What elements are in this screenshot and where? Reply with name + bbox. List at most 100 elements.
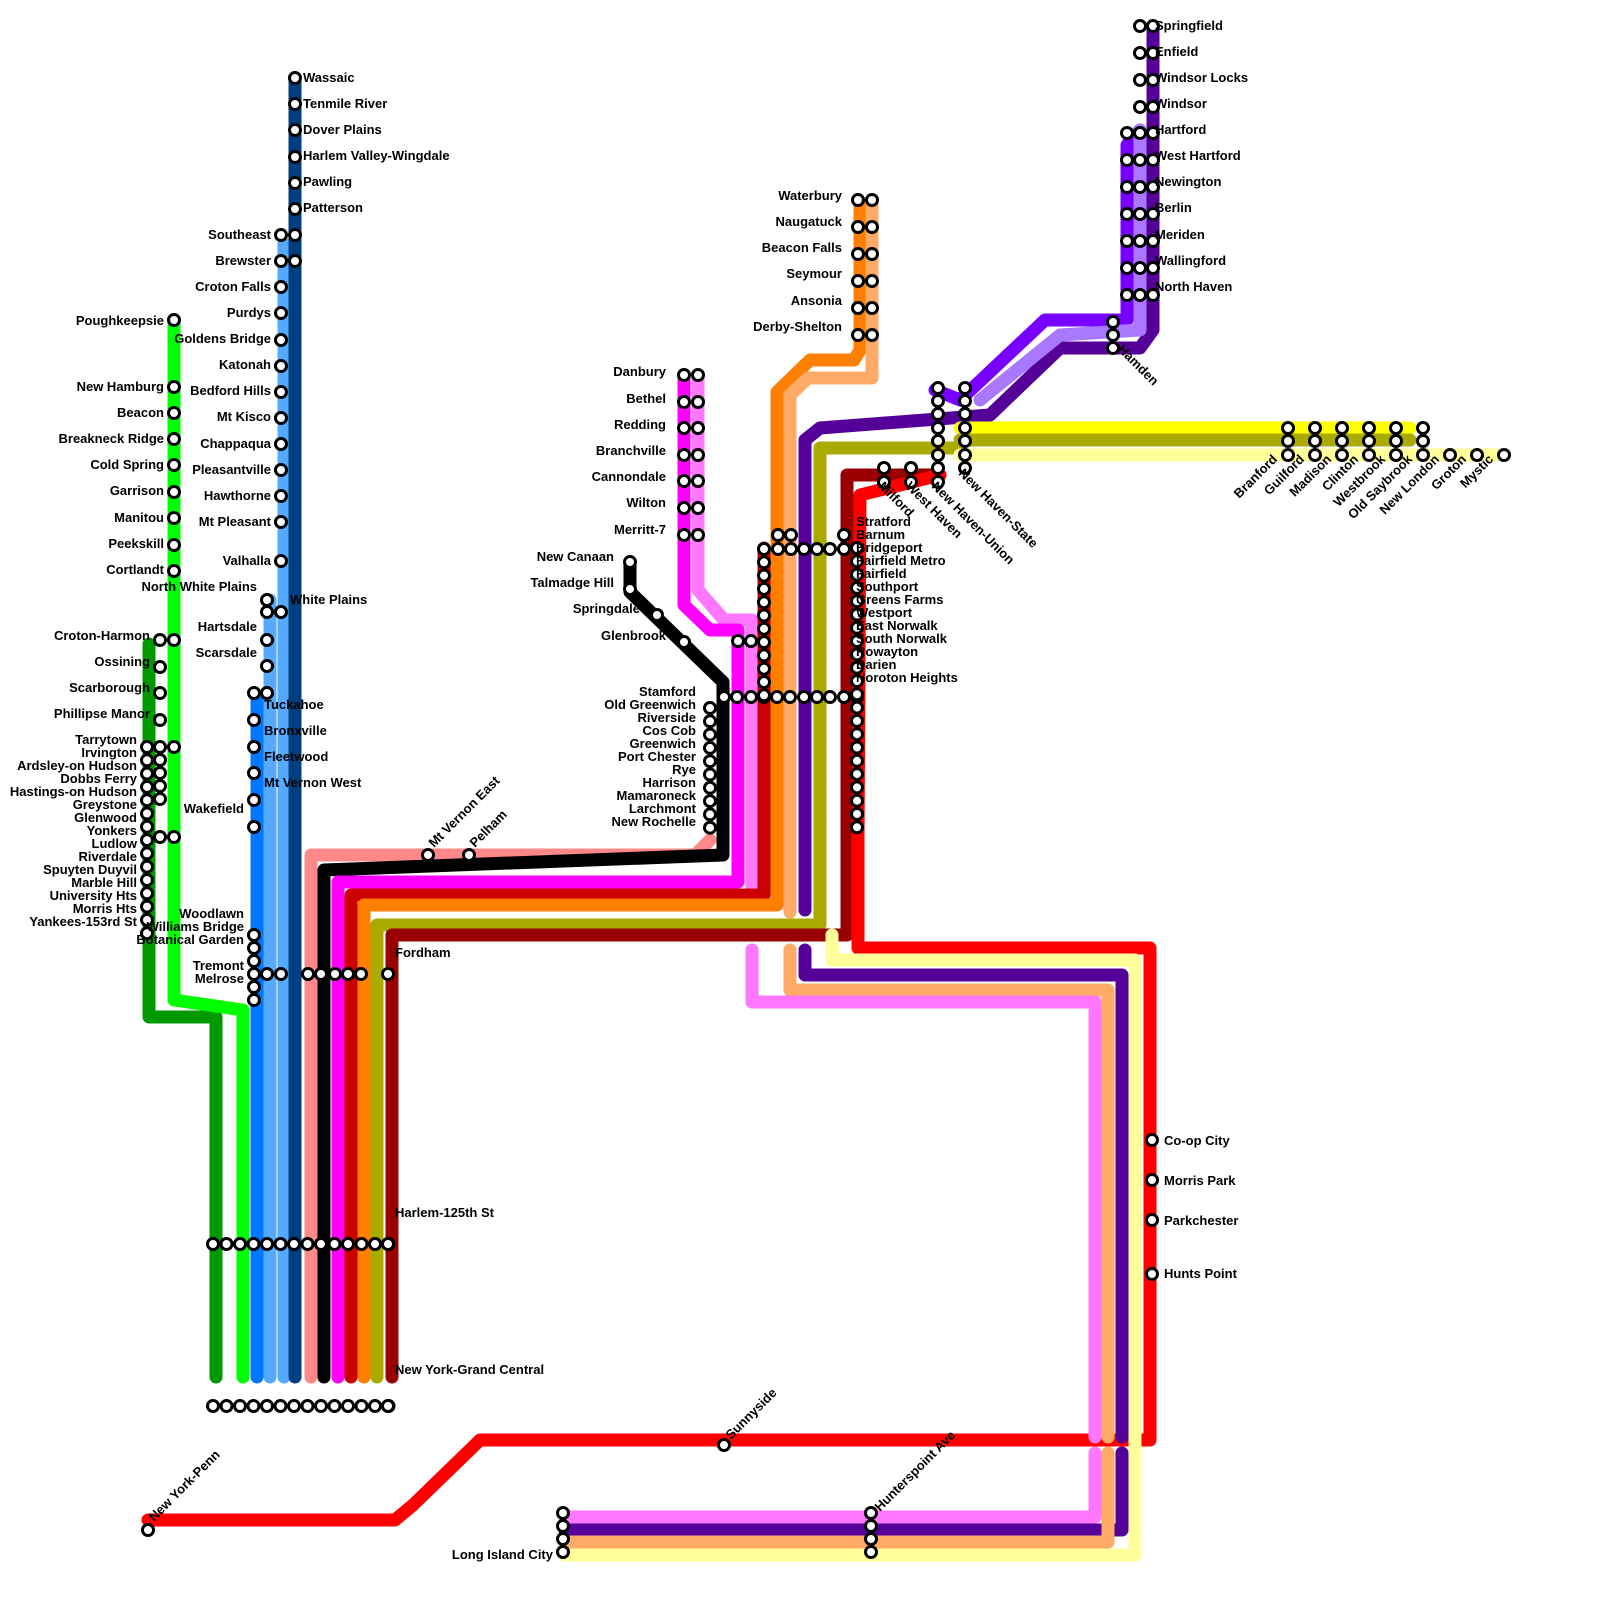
station-label-manitou[interactable]: Manitou (114, 510, 164, 525)
station-marker[interactable] (274, 280, 288, 294)
station-label-harlem-valley-wingdale[interactable]: Harlem Valley-Wingdale (303, 148, 450, 163)
station-marker[interactable] (1133, 261, 1147, 275)
station-marker[interactable] (153, 660, 167, 674)
station-marker[interactable] (703, 727, 717, 742)
station-marker[interactable] (677, 421, 691, 435)
station-marker[interactable] (958, 434, 972, 448)
station-label-enfield[interactable]: Enfield (1155, 44, 1198, 59)
station-marker[interactable] (1133, 234, 1147, 248)
station-marker[interactable] (1145, 1267, 1159, 1281)
station-marker[interactable] (677, 528, 691, 542)
station-label-tuckahoe[interactable]: Tuckahoe (264, 697, 324, 712)
station-marker[interactable] (865, 301, 879, 315)
station-marker[interactable] (247, 980, 261, 994)
station-marker[interactable] (368, 1237, 382, 1251)
station-marker[interactable] (837, 690, 851, 704)
station-marker[interactable] (691, 501, 705, 515)
station-marker[interactable] (931, 461, 945, 475)
station-marker[interactable] (140, 846, 154, 861)
station-marker[interactable] (731, 634, 745, 648)
station-marker[interactable] (1146, 19, 1160, 33)
station-label-hastings-on-hudson[interactable]: Hastings-on Hudson (10, 784, 137, 799)
station-marker[interactable] (300, 1237, 315, 1251)
station-marker[interactable] (288, 71, 302, 85)
station-marker[interactable] (677, 368, 691, 382)
station-marker[interactable] (837, 542, 851, 556)
station-marker[interactable] (958, 394, 972, 408)
station-label-hawthorne[interactable]: Hawthorne (204, 488, 271, 503)
station-marker[interactable] (288, 202, 302, 216)
station-marker[interactable] (247, 928, 261, 942)
station-marker[interactable] (140, 899, 154, 914)
station-label-spuyten-duyvil[interactable]: Spuyten Duyvil (43, 862, 137, 877)
station-label-fordham[interactable]: Fordham (395, 945, 451, 960)
station-marker[interactable] (1362, 434, 1376, 448)
station-marker[interactable] (1281, 448, 1295, 462)
station-marker[interactable] (851, 328, 865, 342)
station-marker[interactable] (381, 1399, 395, 1413)
station-label-danbury[interactable]: Danbury (613, 364, 667, 379)
station-marker[interactable] (850, 580, 864, 595)
station-marker[interactable] (247, 793, 261, 807)
station-label-riverdale[interactable]: Riverdale (78, 849, 137, 864)
station-label-patterson[interactable]: Patterson (303, 200, 363, 215)
station-marker[interactable] (771, 528, 785, 542)
station-marker[interactable] (287, 1399, 301, 1413)
station-marker[interactable] (850, 554, 864, 569)
station-label-poughkeepsie[interactable]: Poughkeepsie (76, 313, 164, 328)
station-marker[interactable] (958, 421, 972, 435)
station-label-beacon[interactable]: Beacon (117, 405, 164, 420)
station-marker[interactable] (958, 407, 972, 421)
station-label-chappaqua[interactable]: Chappaqua (200, 436, 272, 451)
station-marker[interactable] (140, 886, 154, 901)
station-marker[interactable] (1470, 448, 1484, 462)
station-marker[interactable] (247, 740, 261, 754)
station-label-hartford[interactable]: Hartford (1155, 122, 1206, 137)
station-marker[interactable] (1145, 1213, 1159, 1227)
station-marker[interactable] (153, 792, 167, 806)
station-marker[interactable] (1308, 448, 1322, 462)
station-label-morris-park[interactable]: Morris Park (1164, 1173, 1236, 1188)
station-marker[interactable] (864, 1519, 878, 1533)
station-marker[interactable] (368, 1399, 382, 1413)
station-marker[interactable] (730, 690, 744, 704)
station-marker[interactable] (1416, 421, 1430, 435)
station-marker[interactable] (274, 554, 288, 568)
station-label-greystone[interactable]: Greystone (73, 797, 137, 812)
station-marker[interactable] (246, 1237, 261, 1251)
station-label-pelham[interactable]: Pelham (467, 807, 510, 850)
station-marker[interactable] (233, 1399, 247, 1413)
station-label-marble-hill[interactable]: Marble Hill (71, 875, 137, 890)
station-marker[interactable] (1133, 19, 1147, 33)
station-label-long-island-city[interactable]: Long Island City (452, 1547, 554, 1562)
station-marker[interactable] (314, 967, 328, 981)
station-label-yonkers[interactable]: Yonkers (87, 823, 137, 838)
station-label-parkchester[interactable]: Parkchester (1164, 1213, 1238, 1228)
station-marker[interactable] (717, 1438, 731, 1452)
station-marker[interactable] (865, 193, 879, 207)
station-marker[interactable] (1133, 100, 1147, 114)
station-marker[interactable] (784, 542, 798, 556)
station-label-talmadge-hill[interactable]: Talmadge Hill (530, 575, 614, 590)
station-marker[interactable] (850, 567, 864, 582)
station-marker[interactable] (1133, 73, 1147, 87)
station-marker[interactable] (865, 274, 879, 288)
station-marker[interactable] (140, 859, 154, 874)
station-marker[interactable] (691, 474, 705, 488)
station-marker[interactable] (677, 395, 691, 409)
station-label-valhalla[interactable]: Valhalla (223, 553, 272, 568)
station-marker[interactable] (823, 690, 837, 704)
station-marker[interactable] (851, 193, 865, 207)
station-marker[interactable] (703, 820, 717, 835)
station-marker[interactable] (556, 1545, 570, 1559)
station-label-ossining[interactable]: Ossining (94, 654, 150, 669)
station-label-east-norwalk[interactable]: East Norwalk (856, 618, 938, 633)
station-marker[interactable] (1120, 180, 1134, 194)
station-label-hartsdale[interactable]: Hartsdale (198, 619, 257, 634)
station-marker[interactable] (167, 538, 181, 552)
station-marker[interactable] (301, 967, 315, 981)
station-marker[interactable] (691, 421, 705, 435)
station-marker[interactable] (1145, 1133, 1159, 1147)
station-label-cos-cob[interactable]: Cos Cob (643, 723, 697, 738)
station-marker[interactable] (864, 1506, 878, 1520)
